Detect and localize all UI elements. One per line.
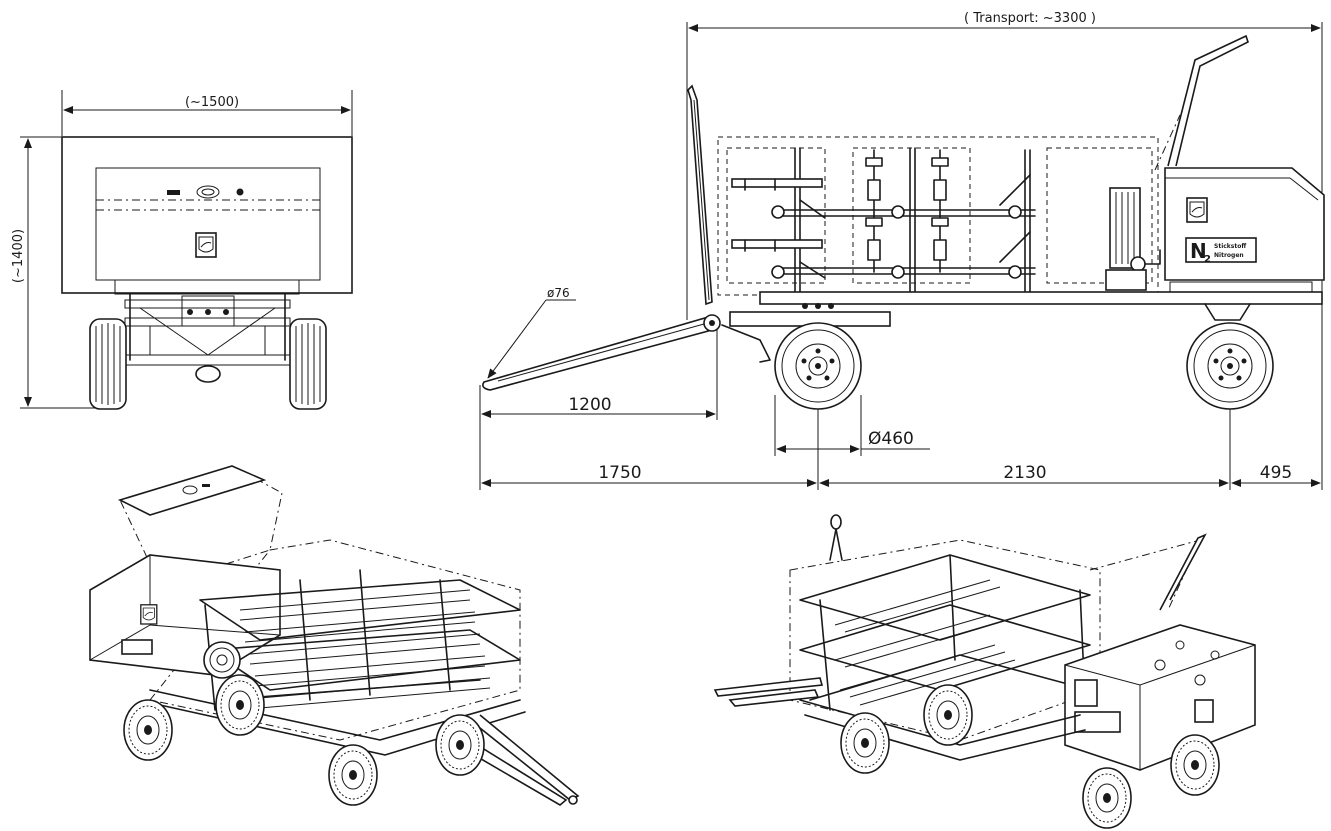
box-line1: Stickstoff <box>1214 243 1246 250</box>
side-view: ( Transport: ~3300 ) <box>479 11 1325 490</box>
drawbar-diameter-label: ø76 <box>547 286 570 300</box>
rear-overhang-label: 495 <box>1260 463 1292 483</box>
drawbar-length-label: 1200 <box>568 395 611 415</box>
front-height-label: (~1400) <box>11 229 26 283</box>
box-subscript: 2 <box>1204 254 1211 265</box>
transport-length-label: ( Transport: ~3300 ) <box>964 11 1096 26</box>
hose-reel <box>1105 187 1161 291</box>
wheel-diameter-label: Ø460 <box>868 429 914 449</box>
box-symbol: N <box>1190 239 1207 263</box>
front-overhang-label: 1750 <box>598 463 641 483</box>
iso-view-right <box>713 514 1256 829</box>
iso-view-left <box>89 465 580 806</box>
box-line2: Nitrogen <box>1214 252 1244 259</box>
wheelbase-label: 2130 <box>1003 463 1046 483</box>
front-view: (~1500) (~1400) <box>11 90 353 410</box>
cylinder-racks <box>731 147 1036 293</box>
front-width-label: (~1500) <box>185 95 239 110</box>
rear-box: N 2 Stickstoff Nitrogen <box>1164 167 1325 295</box>
